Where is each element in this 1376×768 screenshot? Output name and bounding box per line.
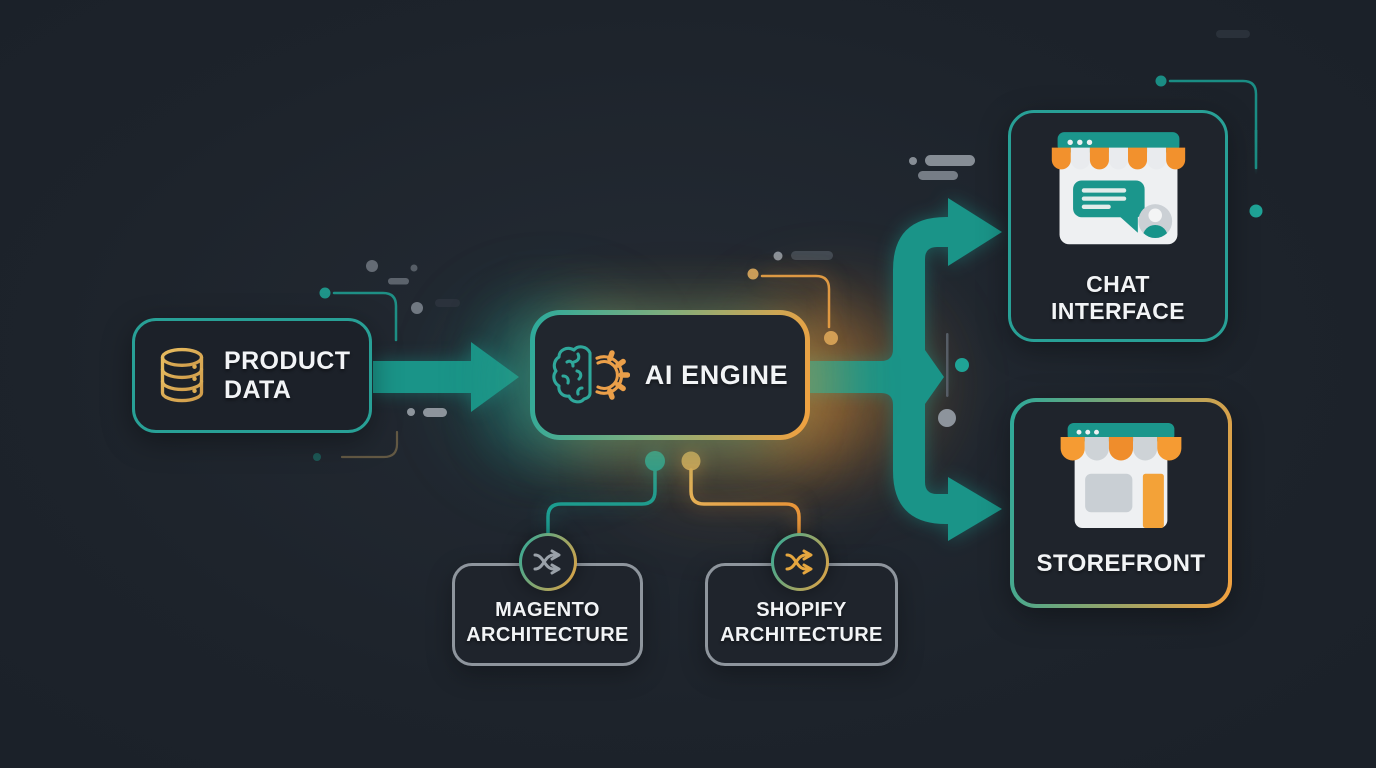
database-icon bbox=[156, 347, 208, 405]
connector-engine-magento bbox=[546, 451, 665, 536]
product-data-label-line2: DATA bbox=[224, 375, 292, 404]
product-data-label-line1: PRODUCT bbox=[224, 346, 351, 375]
user-avatar bbox=[1137, 204, 1172, 239]
decoration-dashes-top bbox=[909, 30, 1250, 180]
shopify-label-line1: SHOPIFY bbox=[756, 599, 847, 621]
decoration-topright-circuit bbox=[1155, 75, 1263, 218]
shopify-port-circle bbox=[771, 533, 829, 591]
node-magento-architecture: MAGENTO ARCHITECTURE bbox=[452, 563, 643, 666]
storefront-icon bbox=[1055, 423, 1187, 535]
shuffle-icon bbox=[531, 545, 565, 579]
decoration-middle-dots bbox=[938, 333, 969, 427]
decoration-engine-right-circuit bbox=[747, 251, 838, 345]
shopify-label-line2: ARCHITECTURE bbox=[720, 624, 883, 646]
shuffle-icon bbox=[783, 545, 817, 579]
arrow-product-to-engine bbox=[373, 342, 519, 412]
chat-window-icon bbox=[1046, 132, 1191, 258]
chat-interface-label: CHAT INTERFACE bbox=[1051, 271, 1185, 325]
node-shopify-architecture: SHOPIFY ARCHITECTURE bbox=[705, 563, 898, 666]
connector-engine-shopify bbox=[681, 451, 801, 536]
magento-label-line1: MAGENTO bbox=[495, 599, 600, 621]
awning bbox=[1060, 437, 1182, 461]
awning bbox=[1051, 147, 1185, 170]
magento-label-line2: ARCHITECTURE bbox=[466, 624, 629, 646]
shop-window bbox=[1085, 473, 1133, 513]
ai-engine-label: AI ENGINE bbox=[644, 359, 789, 390]
storefront-label: STOREFRONT bbox=[1036, 550, 1206, 577]
magento-label: MAGENTO ARCHITECTURE bbox=[466, 598, 629, 648]
arrow-engine-to-outputs bbox=[800, 198, 1002, 541]
node-product-data: PRODUCT DATA bbox=[132, 318, 372, 433]
decoration-topleft-circuit bbox=[313, 260, 460, 461]
chat-interface-label-line2: INTERFACE bbox=[1051, 298, 1185, 324]
shop-door bbox=[1142, 473, 1164, 528]
node-chat-interface: CHAT INTERFACE bbox=[1008, 110, 1228, 342]
node-storefront: STOREFRONT bbox=[1010, 398, 1232, 608]
shopify-label: SHOPIFY ARCHITECTURE bbox=[720, 598, 883, 648]
magento-port-circle bbox=[519, 533, 577, 591]
chat-bubble bbox=[1072, 180, 1145, 233]
brain-gear-icon bbox=[552, 341, 630, 409]
node-ai-engine: AI ENGINE bbox=[530, 310, 810, 440]
chat-interface-label-line1: CHAT bbox=[1086, 271, 1150, 297]
product-data-label: PRODUCT DATA bbox=[224, 347, 350, 405]
